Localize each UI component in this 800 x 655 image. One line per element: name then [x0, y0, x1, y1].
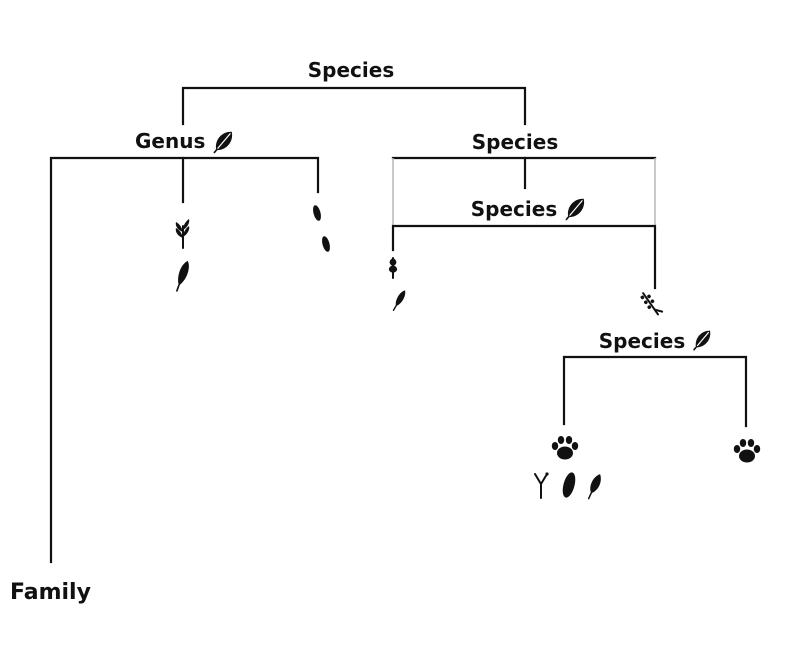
twig-icon [640, 292, 664, 316]
tree-branches [49, 86, 748, 564]
leaf-icon [213, 131, 233, 154]
feather-icon [392, 290, 406, 311]
species-right-label: Species [472, 130, 558, 154]
paw-print-icon [551, 436, 579, 460]
seed-icon [562, 472, 576, 498]
feather-icon [176, 260, 189, 292]
leaf-icon [565, 198, 585, 221]
species-inner-label: Species [471, 197, 557, 221]
seed-icon [313, 205, 321, 221]
genus-label: Genus [135, 129, 205, 153]
root-branch [181, 86, 527, 126]
species-lower-branch [562, 355, 748, 428]
sprig-icon [175, 219, 190, 249]
species-lower-label: Species [599, 329, 685, 353]
feather-icon [587, 474, 601, 500]
family-label: Family [10, 580, 91, 605]
root-species-label: Species [308, 58, 394, 82]
paw-print-icon [733, 439, 761, 463]
genus-branch [49, 156, 320, 564]
species-inner-branch [391, 224, 657, 290]
twig-icon [534, 472, 549, 499]
leaf-icon [693, 330, 711, 351]
seed-icon [322, 236, 330, 252]
sprig-icon [388, 257, 398, 279]
